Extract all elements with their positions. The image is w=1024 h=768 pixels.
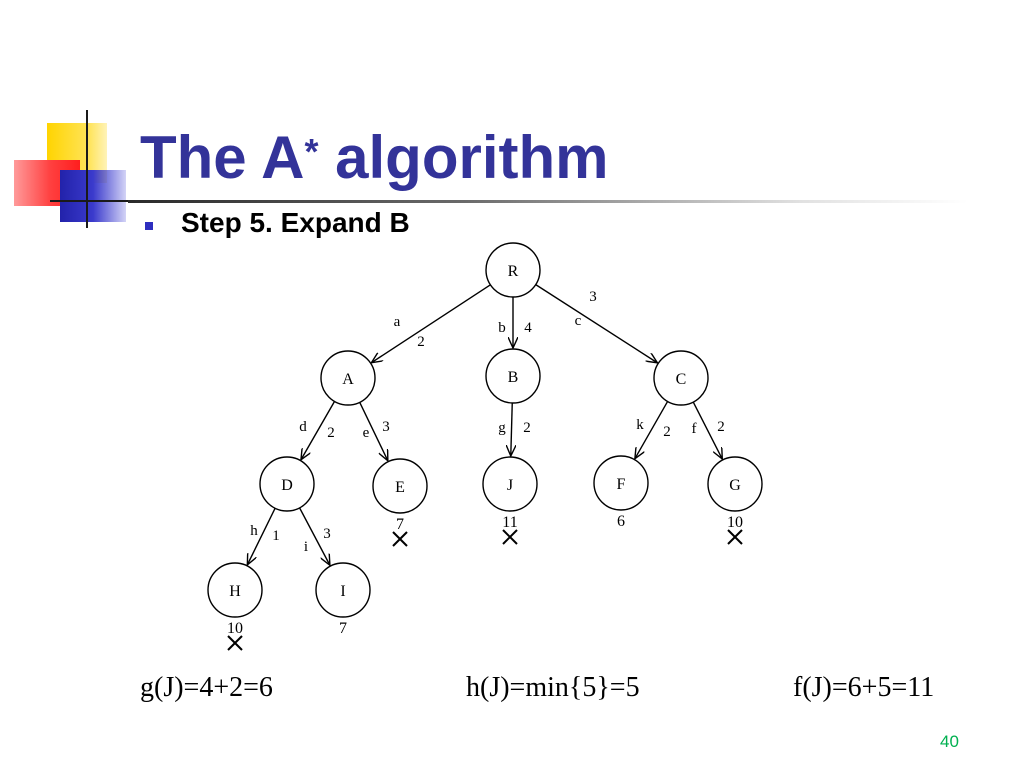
- decorative-blue-square: [60, 170, 126, 222]
- edge-name-c: c: [575, 313, 582, 329]
- edge-R-C: [535, 284, 658, 363]
- edge-name-a: a: [394, 314, 401, 330]
- node-label-E: E: [395, 479, 405, 496]
- formula-f: f(J)=6+5=11: [793, 672, 935, 703]
- edge-name-d: d: [299, 419, 307, 435]
- pruned-x-icon-H: [227, 635, 243, 651]
- f-value-H: 10: [227, 620, 243, 637]
- node-I: [315, 562, 371, 618]
- slide-title: The A* algorithm: [140, 118, 608, 198]
- node-E: [372, 458, 428, 514]
- edge-A-D: [301, 401, 336, 459]
- edge-name-g: g: [498, 420, 506, 436]
- node-label-G: G: [729, 477, 741, 494]
- node-label-D: D: [281, 477, 293, 494]
- node-A: [320, 350, 376, 406]
- edge-cost-D-H: 1: [272, 528, 280, 544]
- pruned-x-icon-J: [502, 529, 518, 545]
- title-text: The A: [140, 124, 305, 191]
- edge-name-f: f: [692, 421, 697, 437]
- node-H: [207, 562, 263, 618]
- node-F: [593, 455, 649, 511]
- pruned-x-icon-E: [392, 531, 408, 547]
- title-superscript: *: [304, 131, 319, 172]
- edge-cost-A-D: 2: [327, 425, 335, 441]
- f-value-F: 6: [617, 513, 625, 530]
- edge-cost-C-F: 2: [663, 424, 671, 440]
- edge-D-H: [247, 507, 276, 565]
- f-value-I: 7: [339, 620, 347, 637]
- edge-cost-D-I: 3: [323, 526, 331, 542]
- title-text-rest: algorithm: [318, 124, 609, 191]
- node-label-F: F: [617, 476, 626, 493]
- edge-cost-C-G: 2: [717, 419, 725, 435]
- node-label-I: I: [340, 583, 345, 600]
- edge-name-b: b: [498, 320, 506, 336]
- edge-A-E: [359, 402, 388, 460]
- node-C: [653, 350, 709, 406]
- f-value-E: 7: [396, 516, 404, 533]
- edge-R-A: [371, 284, 491, 363]
- edge-cost-R-A: 2: [417, 334, 425, 350]
- node-label-J: J: [507, 477, 513, 494]
- decorative-horizontal-line: [50, 200, 130, 202]
- edge-cost-B-J: 2: [523, 420, 531, 436]
- edge-D-I: [298, 507, 330, 565]
- edge-C-F: [635, 401, 669, 458]
- bullet-square-icon: [145, 222, 153, 230]
- node-label-R: R: [508, 263, 519, 280]
- decorative-vertical-line: [86, 110, 88, 228]
- edge-name-i: i: [304, 539, 308, 555]
- step-text: Step 5. Expand B: [181, 207, 410, 238]
- edge-cost-R-C: 3: [589, 289, 597, 305]
- node-label-A: A: [342, 371, 354, 388]
- edge-cost-A-E: 3: [382, 419, 390, 435]
- node-J: [482, 456, 538, 512]
- page-number: 40: [940, 732, 959, 751]
- node-R: [485, 242, 541, 298]
- edge-cost-R-B: 4: [524, 320, 532, 336]
- node-D: [259, 456, 315, 512]
- node-B: [485, 348, 541, 404]
- formula-h: h(J)=min{5}=5: [466, 672, 640, 703]
- node-G: [707, 456, 763, 512]
- node-label-C: C: [676, 371, 687, 388]
- edge-name-e: e: [363, 425, 370, 441]
- pruned-x-icon-G: [727, 529, 743, 545]
- f-value-G: 10: [727, 514, 743, 531]
- node-label-H: H: [229, 583, 241, 600]
- edge-name-k: k: [636, 417, 644, 433]
- formula-g: g(J)=4+2=6: [140, 672, 273, 703]
- f-value-J: 11: [502, 514, 517, 531]
- edge-B-J: [511, 402, 512, 456]
- edge-name-h: h: [250, 523, 258, 539]
- node-label-B: B: [508, 369, 519, 386]
- edge-C-G: [692, 401, 722, 459]
- title-underline-rule: [128, 200, 968, 203]
